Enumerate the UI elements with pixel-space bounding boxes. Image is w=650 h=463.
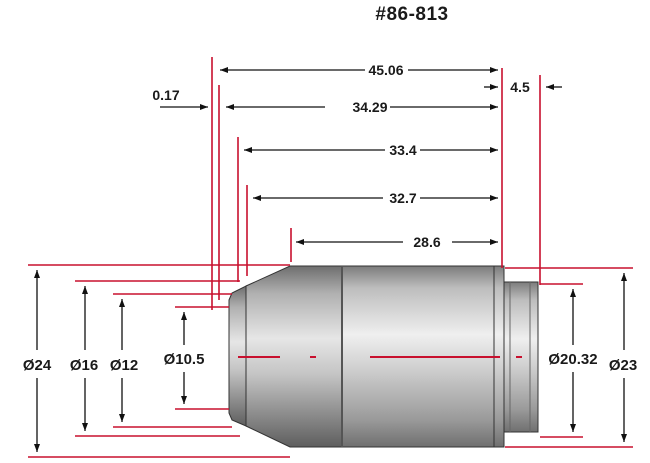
length-33-4-label: 33.4 (389, 142, 416, 158)
overall-length-label: 45.06 (368, 62, 403, 78)
dimension-overall-length: 45.06 (220, 62, 498, 78)
length-32-7-label: 32.7 (389, 190, 416, 206)
dimension-dia-10-5: Ø10.5 (164, 312, 205, 404)
dimension-parfocal-length: 34.29 (226, 99, 498, 115)
dimension-length-28-6: 28.6 (296, 234, 498, 250)
length-28-6-label: 28.6 (413, 234, 440, 250)
dimension-dia-24: Ø24 (23, 270, 52, 452)
dimension-dia-20-32: Ø20.32 (548, 289, 598, 432)
dia-16-label: Ø16 (70, 357, 98, 374)
dimension-thread-length: 4.5 (484, 79, 562, 95)
dimension-length-32-7: 32.7 (253, 190, 498, 206)
thread-length-label: 4.5 (510, 79, 530, 95)
cover-glass-label: 0.17 (152, 87, 179, 103)
dia-20-32-label: Ø20.32 (548, 351, 597, 368)
dimension-dia-16: Ø16 (70, 286, 98, 431)
dimension-cover-glass: 0.17 (152, 87, 208, 110)
dimension-dia-12: Ø12 (110, 299, 138, 422)
dia-10-5-label: Ø10.5 (164, 351, 205, 368)
dimension-dia-23: Ø23 (609, 273, 637, 442)
objective-body (228, 265, 539, 448)
part-number: #86-813 (375, 4, 449, 25)
parfocal-length-label: 34.29 (352, 99, 387, 115)
dia-24-label: Ø24 (23, 357, 52, 374)
dia-12-label: Ø12 (110, 357, 138, 374)
dia-23-label: Ø23 (609, 357, 637, 374)
dimension-length-33-4: 33.4 (244, 142, 498, 158)
extension-lines (28, 57, 633, 458)
